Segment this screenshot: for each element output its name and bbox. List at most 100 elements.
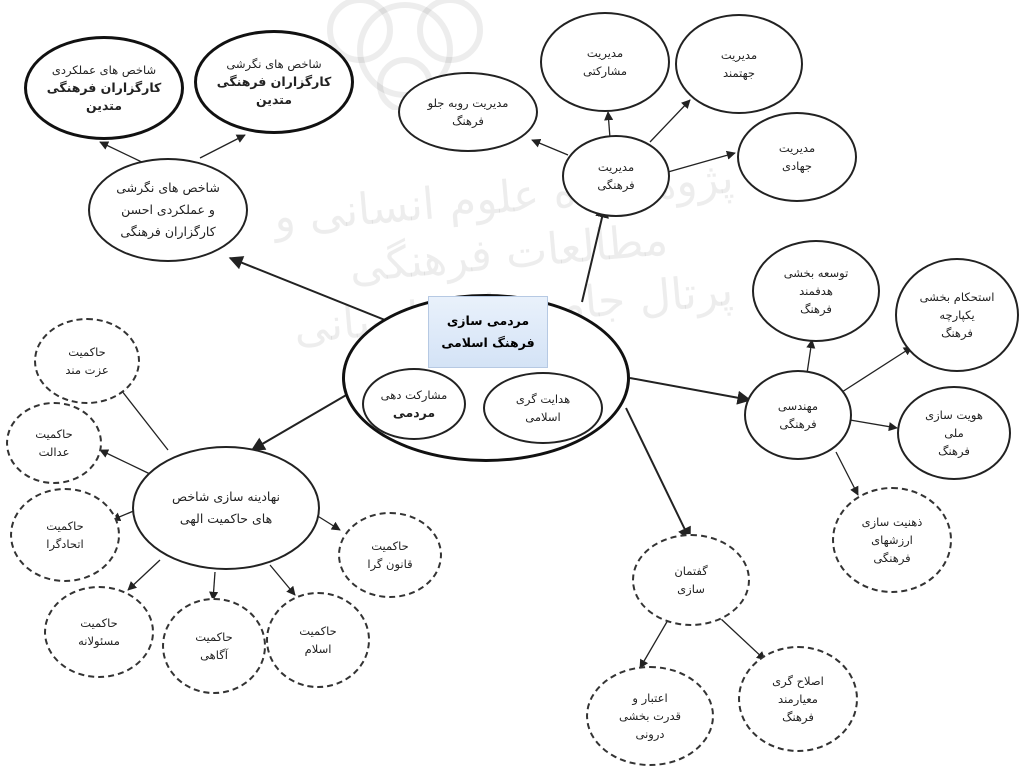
purposeful-line-1: مدیریت [720, 48, 758, 62]
forward-line-2: فرهنگ [452, 114, 484, 128]
performance-line-1: شاخص های عملکردی [51, 63, 157, 77]
arrow-center-to-management [581, 203, 609, 303]
participation-line-1: مشارکت دهی [380, 388, 448, 402]
development-line-3: فرهنگ [800, 302, 832, 316]
participation-line-2: مردمی [392, 405, 436, 420]
islam-line-1: حاکمیت [299, 624, 337, 638]
discourse-main-line-1: گفتمان [674, 564, 708, 578]
node-management-main: مدیریت فرهنگی [562, 135, 670, 217]
node-jihadi-management: مدیریت جهادی [737, 112, 857, 202]
attitudinal-line-2: کارگزاران فرهنگی [216, 74, 332, 89]
forward-line-1: مدیریت روبه جلو [427, 96, 509, 110]
engineering-main-line-2: فرهنگی [779, 417, 817, 431]
identity-line-2: ملی [944, 426, 964, 440]
arrow-to-responsible [127, 559, 161, 591]
sovereignty-main-line-2: های حاکمیت الهی [179, 511, 273, 526]
dignity-line-2: عزت مند [65, 363, 109, 377]
justice-line-2: عدالت [38, 445, 70, 459]
sovereignty-main-line-1: نهادینه سازی شاخص [172, 489, 280, 504]
aware-line-1: حاکمیت [195, 630, 233, 644]
node-performance-indicators: شاخص های عملکردی کارگزاران فرهنگی متدین [24, 36, 184, 140]
unity-line-1: حاکمیت [46, 519, 84, 533]
mindset-line-2: ارزشهای [871, 533, 913, 547]
jihadi-line-1: مدیریت [778, 141, 816, 155]
dignity-line-1: حاکمیت [68, 345, 106, 359]
performance-line-2: کارگزاران فرهنگی [46, 80, 162, 95]
attitudinal-line-1: شاخص های نگرشی [226, 57, 322, 71]
participatory-line-2: مشارکتی [583, 64, 628, 78]
node-development: توسعه بخشی هدفمند فرهنگ [752, 240, 880, 342]
node-participatory-management: مدیریت مشارکتی [540, 12, 670, 112]
node-dignity: حاکمیت عزت مند [34, 318, 140, 404]
node-identity: هویت سازی ملی فرهنگ [897, 386, 1011, 480]
indicators-main-line-3: کارگزاران فرهنگی [120, 224, 216, 239]
participatory-line-1: مدیریت [586, 46, 624, 60]
development-line-1: توسعه بخشی [783, 266, 849, 280]
arrow-to-aware [209, 571, 219, 601]
node-engineering-main: مهندسی فرهنگی [744, 370, 852, 460]
arrow-to-attitudinal-indicators [199, 134, 246, 159]
discourse-main-line-2: سازی [677, 582, 705, 596]
purposeful-line-2: جهتمند [722, 66, 756, 80]
center-title-line-2: فرهنگ اسلامی [441, 335, 535, 350]
node-indicators-main: شاخص های نگرشی و عملکردی احسن کارگزاران … [88, 158, 248, 262]
node-mindset: ذهنیت سازی ارزشهای فرهنگی [832, 487, 952, 593]
guidance-line-2: اسلامی [525, 410, 561, 424]
jihadi-line-2: جهادی [781, 159, 813, 173]
arrow-to-credibility [639, 619, 669, 669]
attitudinal-line-3: متدین [256, 92, 293, 107]
arrow-center-to-discourse [625, 407, 691, 542]
reform-line-3: فرهنگ [782, 710, 814, 724]
arrow-center-to-indicators [228, 256, 391, 323]
node-aware: حاکمیت آگاهی [162, 598, 266, 694]
justice-line-1: حاکمیت [35, 427, 73, 441]
mindset-line-1: ذهنیت سازی [861, 515, 923, 529]
node-islam: حاکمیت اسلام [266, 592, 370, 688]
node-forward-management: مدیریت روبه جلو فرهنگ [398, 72, 538, 152]
arrow-to-islam [269, 564, 296, 596]
arrow-to-justice [99, 449, 151, 475]
center-title-line-1: مردمی سازی [446, 313, 530, 328]
node-consolidation: استحکام بخشی یکپارچه فرهنگ [895, 258, 1019, 372]
arrow-to-jihadi-management [667, 150, 736, 173]
node-lawful: حاکمیت قانون گرا [338, 512, 442, 598]
engineering-main-line-1: مهندسی [777, 399, 819, 413]
reform-line-2: معیارمند [778, 692, 818, 706]
arrow-to-identity [849, 419, 898, 432]
unity-line-2: اتحادگرا [46, 537, 84, 551]
guidance-line-1: هدایت گری [515, 392, 571, 406]
management-main-line-2: فرهنگی [597, 178, 635, 192]
credibility-line-2: قدرت بخشی [618, 709, 682, 723]
node-discourse-main: گفتمان سازی [632, 534, 750, 626]
node-reform: اصلاح گری معیارمند فرهنگ [738, 646, 858, 752]
responsible-line-1: حاکمیت [80, 616, 118, 630]
center-sub-participation: مشارکت دهی مردمی [362, 368, 466, 440]
indicators-main-line-1: شاخص های نگرشی [116, 180, 220, 195]
aware-line-2: آگاهی [200, 648, 228, 662]
performance-line-3: متدین [86, 98, 123, 113]
indicators-main-line-2: و عملکردی احسن [121, 202, 215, 217]
islam-line-2: اسلام [304, 642, 332, 656]
development-line-2: هدفمند [799, 284, 833, 298]
arrow-to-dignity [117, 385, 169, 451]
management-main-line-1: مدیریت [597, 160, 635, 174]
lawful-line-1: حاکمیت [371, 539, 409, 553]
consolidation-line-1: استحکام بخشی [919, 290, 995, 304]
node-responsible: حاکمیت مسئولانه [44, 586, 154, 678]
arrow-to-reform [719, 617, 766, 661]
arrow-to-purposeful-management [649, 99, 691, 143]
responsible-line-2: مسئولانه [78, 634, 120, 648]
identity-line-3: فرهنگ [938, 444, 970, 458]
node-unity: حاکمیت اتحادگرا [10, 488, 120, 582]
center-title-box: مردمی سازی فرهنگ اسلامی [428, 296, 548, 368]
arrow-to-mindset [835, 451, 859, 496]
credibility-line-3: درونی [635, 727, 665, 741]
identity-line-1: هویت سازی [925, 408, 983, 422]
arrow-to-participatory-management [604, 111, 614, 139]
center-sub-guidance: هدایت گری اسلامی [483, 372, 603, 444]
node-attitudinal-indicators: شاخص های نگرشی کارگزاران فرهنگی متدین [194, 30, 354, 134]
lawful-line-2: قانون گرا [367, 557, 413, 571]
arrow-to-consolidation [841, 346, 913, 393]
